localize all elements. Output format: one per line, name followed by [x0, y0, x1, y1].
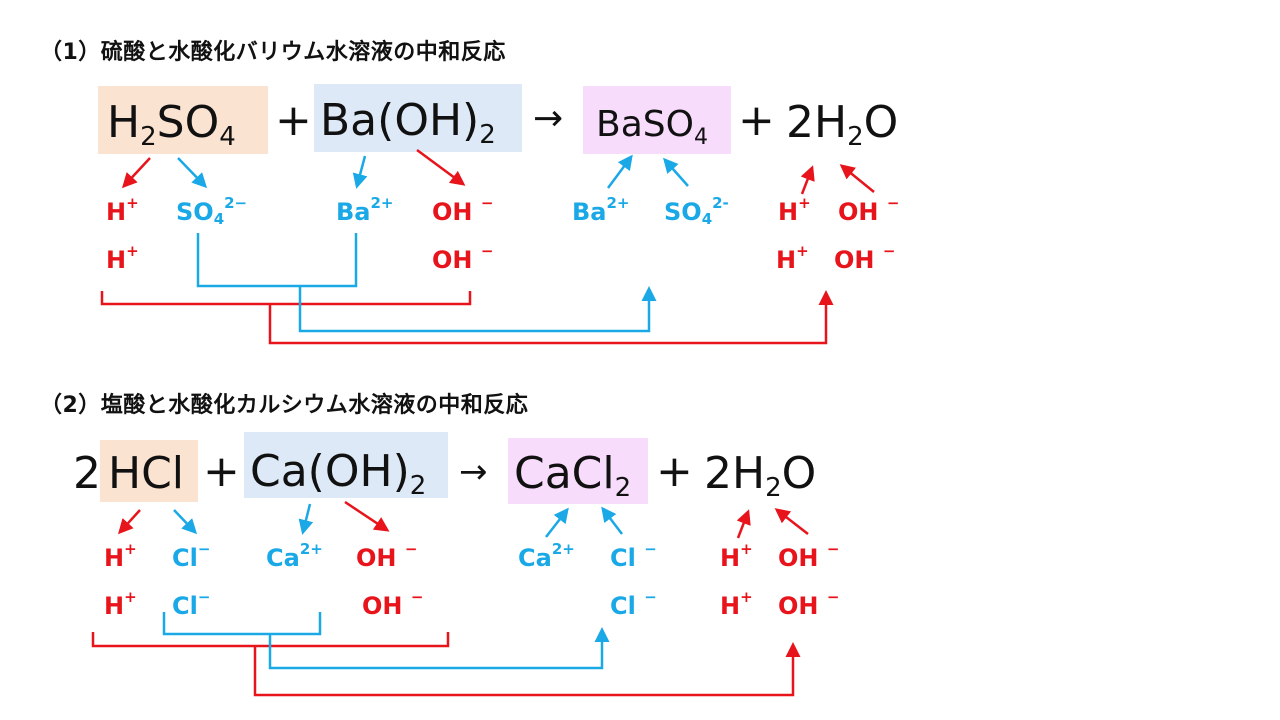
ion-so4-1: SO42− — [176, 194, 248, 228]
section2-title: （2）塩酸と水酸化カルシウム水溶液の中和反応 — [40, 393, 529, 418]
formula-cacl2: CaCl2 — [514, 448, 632, 503]
ion-h-2a: H+ — [104, 540, 137, 572]
arrow-caoh2-to-ca — [298, 503, 314, 535]
plus-sign-1a: + — [275, 95, 312, 146]
ion-cl-2a: Cl− — [172, 540, 211, 572]
base-box-2 — [244, 432, 448, 498]
formula-baoh2: Ba(OH)2 — [320, 95, 496, 150]
arrow-oh-to-water-2 — [774, 508, 809, 535]
connector-to-water-2 — [253, 642, 801, 697]
coefficient-2: 2 — [73, 448, 101, 499]
ion-cl-product-2b: Cl − — [610, 588, 657, 620]
ion-oh-product-2b: OH − — [778, 588, 840, 620]
arrow-caoh2-to-oh — [344, 500, 390, 532]
base-box-1 — [314, 84, 522, 152]
bracket-cl-ca-2 — [162, 612, 322, 636]
ion-h-product-2a: H+ — [720, 540, 753, 572]
arrow-h2so4-to-so4 — [177, 157, 208, 189]
salt-box-1 — [583, 86, 731, 154]
ion-oh-1b: OH − — [432, 242, 494, 274]
ion-oh-product-2a: OH − — [778, 540, 840, 572]
ion-oh-2a: OH − — [356, 540, 418, 572]
arrow-oh-to-water — [839, 164, 875, 193]
formula-water-1: 2H2O — [786, 97, 899, 152]
arrow-hcl-to-cl — [173, 509, 198, 535]
arrow-cl-to-cacl2 — [601, 506, 623, 535]
ion-oh-product-1b: OH − — [834, 242, 896, 274]
ion-ca-2: Ca2+ — [266, 540, 323, 572]
arrow-h2so4-to-h — [121, 157, 151, 189]
connector-to-cacl2 — [268, 627, 610, 670]
ion-so4-product-1: SO42- — [664, 194, 729, 228]
formula-water-2: 2H2O — [704, 448, 817, 503]
ion-h-1a: H+ — [106, 194, 139, 226]
ion-h-product-1a: H+ — [778, 194, 811, 226]
arrow-baoh2-to-oh — [416, 148, 466, 186]
ion-oh-1a: OH − — [432, 194, 494, 226]
arrow-h-to-water — [800, 165, 815, 195]
reaction-arrow-2: → — [459, 452, 488, 492]
reaction-arrow-1: → — [533, 98, 564, 139]
ion-oh-product-1a: OH − — [838, 194, 900, 226]
arrow-ca-to-cacl2 — [545, 507, 569, 538]
arrow-baoh2-to-ba — [352, 155, 368, 189]
salt-box-2 — [508, 438, 648, 504]
bracket-h-oh-1 — [100, 291, 472, 306]
ion-oh-2b: OH − — [362, 588, 424, 620]
plus-sign-2b: + — [656, 446, 693, 497]
formula-caoh2: Ca(OH)2 — [250, 446, 427, 501]
arrow-h-to-water-2 — [736, 509, 751, 539]
plus-sign-1b: + — [738, 95, 775, 146]
arrow-ba-to-baso4 — [606, 154, 633, 189]
section1-title: （1）硫酸と水酸化バリウム水溶液の中和反応 — [40, 40, 506, 65]
ion-cl-product-2a: Cl − — [610, 540, 657, 572]
formula-h2so4: H2SO4 — [107, 97, 236, 152]
ion-h-1b: H+ — [106, 242, 139, 274]
ion-cl-2b: Cl− — [172, 588, 211, 620]
arrow-so4-to-baso4 — [663, 157, 689, 187]
ion-ba-product-1: Ba2+ — [572, 194, 630, 226]
acid-box-2 — [100, 440, 198, 502]
formula-baso4: BaSO4 — [596, 104, 708, 150]
connector-to-water-1 — [268, 290, 834, 345]
ion-h-2b: H+ — [104, 588, 137, 620]
plus-sign-2a: + — [203, 446, 240, 497]
acid-box-1 — [98, 86, 268, 154]
ion-h-product-2b: H+ — [720, 588, 753, 620]
arrow-hcl-to-h — [117, 509, 141, 535]
ion-ca-product-2: Ca2+ — [518, 540, 575, 572]
ion-ba-1: Ba2+ — [336, 194, 394, 226]
bracket-so4-ba-1 — [196, 233, 358, 288]
ion-h-product-1b: H+ — [776, 242, 809, 274]
connector-to-baso4 — [298, 286, 657, 333]
formula-hcl: HCl — [108, 448, 185, 499]
